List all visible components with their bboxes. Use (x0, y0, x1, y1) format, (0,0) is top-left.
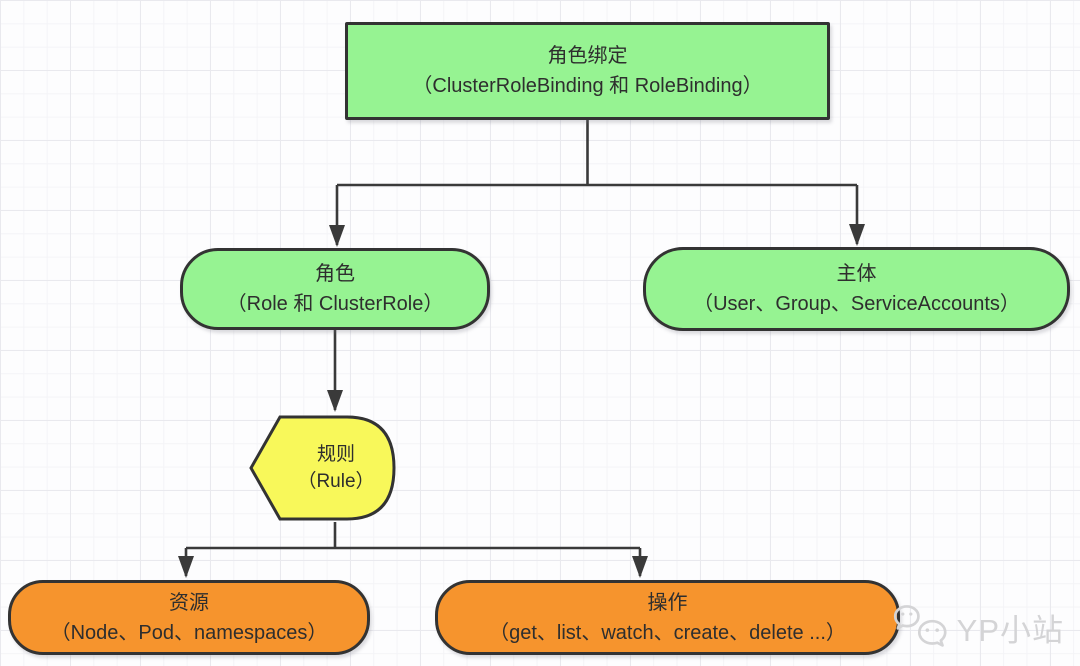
wechat-icon (893, 605, 947, 647)
node-subject: 主体 （User、Group、ServiceAccounts） (643, 247, 1070, 331)
node-rule-title: 规则 (316, 444, 355, 465)
node-operation-title: 操作 (647, 591, 688, 614)
watermark: YP小站 (893, 602, 1064, 652)
node-resource-subtitle: （Node、Pod、namespaces） (50, 621, 328, 644)
node-operation: 操作 （get、list、watch、create、delete ...） (435, 580, 900, 655)
node-resource: 资源 （Node、Pod、namespaces） (8, 580, 370, 655)
rule-display-shape (249, 415, 396, 521)
node-role-binding-title: 角色绑定 (547, 45, 628, 67)
watermark-label: YP小站 (956, 612, 1064, 648)
node-resource-title: 资源 (169, 591, 209, 614)
node-role-binding: 角色绑定 （ClusterRoleBinding 和 RoleBinding） (345, 22, 830, 120)
node-role-title: 角色 (315, 263, 355, 285)
node-rule: 规则 （Rule） (248, 413, 398, 523)
node-role: 角色 （Role 和 ClusterRole） (180, 248, 490, 330)
node-role-binding-subtitle: （ClusterRoleBinding 和 RoleBinding） (412, 75, 763, 97)
node-role-subtitle: （Role 和 ClusterRole） (226, 293, 444, 315)
node-subject-subtitle: （User、Group、ServiceAccounts） (693, 293, 1020, 315)
node-operation-subtitle: （get、list、watch、create、delete ...） (489, 621, 846, 644)
node-rule-subtitle: （Rule） (297, 471, 375, 492)
node-subject-title: 主体 (836, 263, 877, 285)
